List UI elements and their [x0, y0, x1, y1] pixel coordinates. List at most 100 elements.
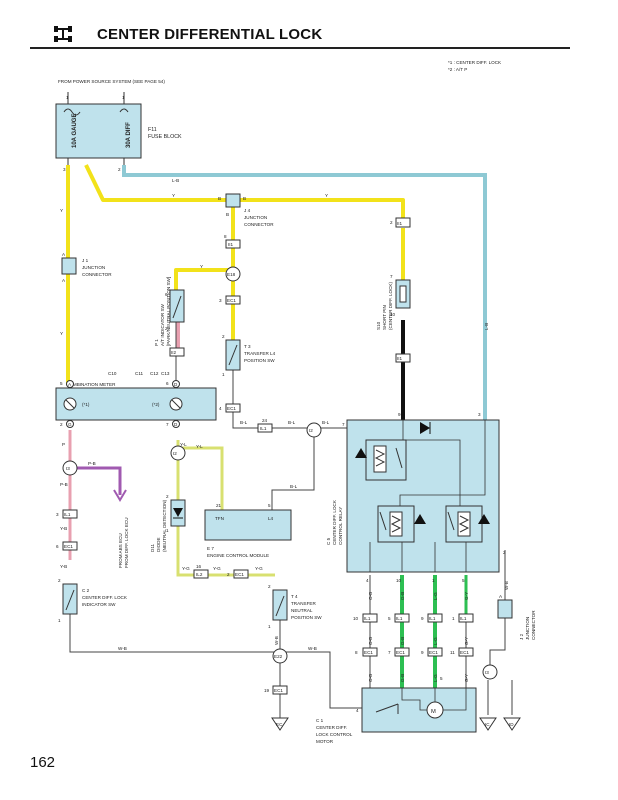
ii1-upper: II1	[228, 242, 234, 247]
fuse-30a-diff: 30A DIFF	[126, 122, 132, 148]
svg-text:Y-B: Y-B	[60, 526, 67, 531]
svg-text:C 1: C 1	[316, 718, 324, 723]
svg-text:E 7: E 7	[207, 546, 214, 551]
control-relay-c5: 9 3 7 C 5 CENTER DIFF. LOCK CONTROL RELA…	[326, 412, 506, 583]
svg-text:POSITION SW: POSITION SW	[291, 615, 322, 620]
svg-text:JUNCTION: JUNCTION	[525, 617, 530, 640]
wire-pink	[68, 320, 180, 560]
svg-text:7: 7	[166, 422, 169, 427]
svg-text:POSITION SW: POSITION SW	[244, 358, 275, 363]
dual-diff-icon	[52, 24, 74, 49]
svg-text:LOCK CONTROL: LOCK CONTROL	[316, 732, 353, 737]
svg-text:B-L: B-L	[240, 420, 248, 425]
engine-control-module: 21 5 TFN L4 E 7 ENGINE CONTROL MODULE B-…	[204, 484, 298, 558]
svg-text:E18: E18	[227, 272, 236, 277]
j4-desc1: JUNCTION	[244, 215, 267, 220]
connector-il1-left: IL1 3 Y-B	[56, 509, 78, 531]
ground-ec: EC	[271, 700, 289, 731]
fuse-block-name: F11	[148, 127, 157, 133]
svg-text:DIODE: DIODE	[156, 537, 161, 552]
svg-text:7: 7	[390, 274, 393, 279]
svg-text:G-Y: G-Y	[464, 674, 469, 682]
svg-text:C 2: C 2	[82, 588, 90, 593]
svg-text:T 4: T 4	[291, 594, 298, 599]
svg-text:IL1: IL1	[429, 616, 436, 621]
j4-desc2: CONNECTOR	[244, 222, 274, 227]
j4-pin-b2: B	[243, 196, 246, 201]
svg-text:C13: C13	[161, 371, 170, 376]
svg-text:O-B: O-B	[368, 674, 373, 682]
svg-text:1: 1	[268, 624, 271, 629]
svg-text:A/T INDICATOR SW: A/T INDICATOR SW	[160, 303, 165, 346]
svg-text:L-G: L-G	[433, 592, 438, 600]
svg-text:IL1: IL1	[460, 616, 467, 621]
svg-text:W-B: W-B	[504, 581, 509, 590]
svg-text:FROM ABS ECU: FROM ABS ECU	[118, 533, 123, 568]
svg-text:5: 5	[462, 578, 465, 583]
connector-ii2-p1: II2	[169, 347, 185, 357]
svg-text:NEUTRAL: NEUTRAL	[291, 608, 313, 613]
connector-ec1-left: EC1 6 Y-B	[56, 541, 78, 569]
svg-text:S10: S10	[376, 321, 381, 330]
svg-text:MOTOR: MOTOR	[316, 739, 334, 744]
combination-meter: (*1) (*2) COMBINATION METER C10 C11 C12 …	[55, 371, 217, 428]
connector-i7: I3	[62, 460, 78, 476]
svg-text:G-B: G-B	[400, 592, 405, 600]
svg-text:I3: I3	[485, 670, 489, 675]
j1-pin-b: A	[62, 278, 66, 283]
connector-ec1-bottom: EC1 19	[264, 685, 288, 695]
svg-text:B-L: B-L	[288, 420, 296, 425]
svg-text:G: G	[68, 422, 72, 427]
svg-text:Y-G: Y-G	[182, 566, 190, 571]
wire-label-pb2: P-B	[88, 461, 96, 466]
svg-text:ENGINE CONTROL MODULE: ENGINE CONTROL MODULE	[207, 553, 269, 558]
svg-text:1: 1	[452, 616, 455, 621]
svg-text:TFN: TFN	[215, 516, 224, 521]
svg-text:CONNECTOR: CONNECTOR	[531, 610, 536, 640]
svg-text:O-B: O-B	[368, 637, 373, 645]
connector-row-il1: IL1 10 IL1 5 IL1 9 IL1 1	[353, 613, 474, 623]
svg-text:EC1: EC1	[364, 650, 373, 655]
wire-label-p1: P	[62, 442, 65, 447]
svg-text:CENTER DIFF. LOCK: CENTER DIFF. LOCK	[82, 595, 128, 600]
svg-text:(*2): (*2)	[152, 402, 160, 407]
svg-text:B-L: B-L	[290, 484, 298, 489]
fuse-pin-3: 3	[63, 167, 66, 172]
svg-text:G-Y: G-Y	[464, 637, 469, 645]
switch-p1: 6 2 P 1 A/T INDICATOR SW [PARK/NEUTRAL P…	[154, 277, 185, 346]
svg-text:IC: IC	[485, 722, 490, 727]
svg-text:4: 4	[356, 708, 359, 713]
power-source-label: FROM POWER SOURCE SYSTEM (SEE PAGE 54)	[58, 79, 165, 84]
svg-text:I2: I2	[309, 428, 313, 433]
svg-text:3: 3	[56, 512, 59, 517]
svg-text:6: 6	[56, 544, 59, 549]
svg-text:CONTROL RELAY: CONTROL RELAY	[338, 507, 343, 545]
svg-text:W-B: W-B	[274, 636, 279, 645]
wire-purple	[70, 466, 122, 495]
svg-text:8: 8	[355, 650, 358, 655]
j1-desc2: CONNECTOR	[82, 272, 112, 277]
title-rule	[30, 47, 570, 49]
svg-text:CENTER DIFF. LOCK: CENTER DIFF. LOCK	[332, 499, 337, 545]
svg-text:C12: C12	[150, 371, 159, 376]
svg-text:C10: C10	[108, 371, 117, 376]
fuse-block: 1 1 3 2 10A GAUGE 30A DIFF F11 FUSE BLOC…	[55, 92, 182, 172]
svg-text:A: A	[68, 382, 72, 387]
svg-text:6: 6	[166, 381, 169, 386]
svg-text:J 2: J 2	[519, 633, 524, 640]
wire-label-y4: Y	[200, 264, 203, 269]
svg-text:O-B: O-B	[368, 592, 373, 600]
svg-text:P 1: P 1	[154, 339, 159, 346]
fuse-pin-1b: 1	[122, 95, 125, 100]
svg-text:1: 1	[432, 578, 435, 583]
svg-text:EC1: EC1	[235, 572, 244, 577]
svg-text:2: 2	[58, 578, 61, 583]
page-number: 162	[30, 754, 56, 771]
svg-text:5: 5	[388, 616, 391, 621]
wire-label-y1: Y	[60, 208, 63, 213]
svg-text:B-L: B-L	[322, 420, 330, 425]
svg-text:2: 2	[227, 572, 230, 577]
wire-green	[400, 575, 468, 690]
svg-text:CENTER DIFF.: CENTER DIFF.	[316, 725, 347, 730]
